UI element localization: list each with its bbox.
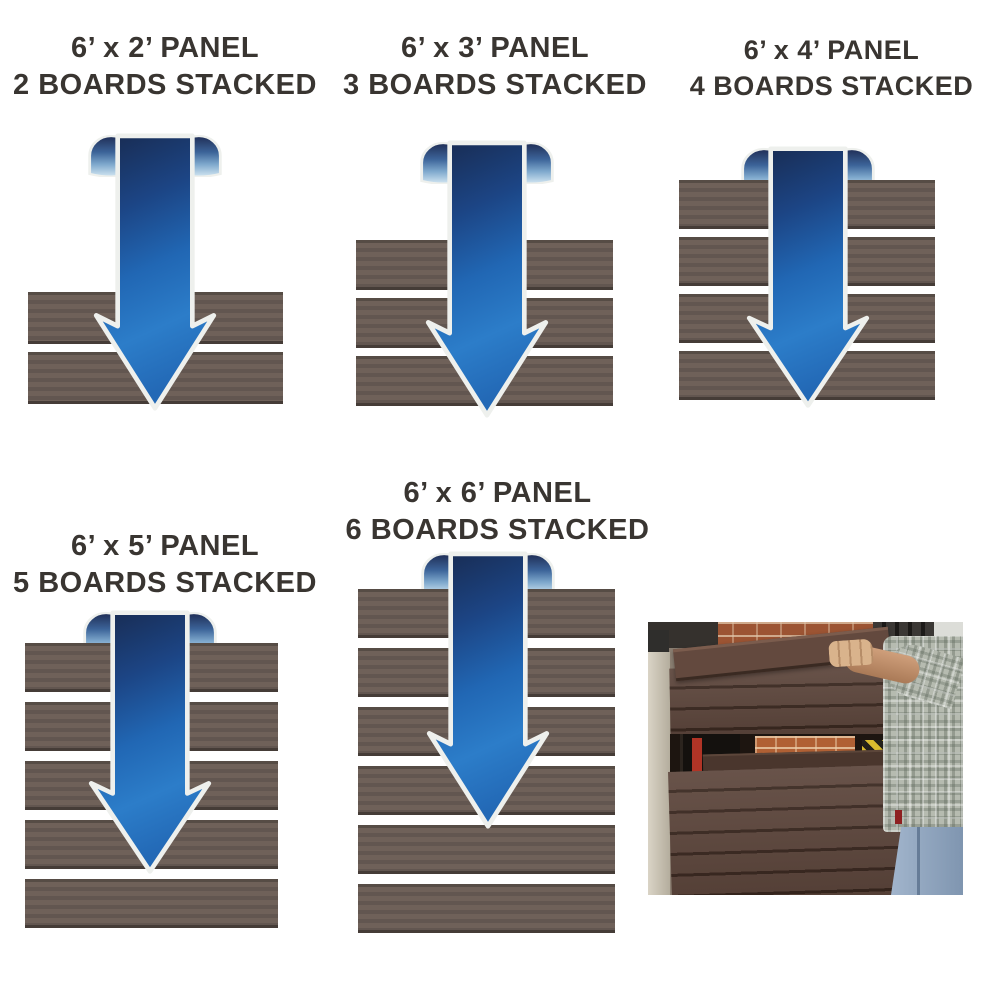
photo-post-cap (648, 630, 669, 656)
panel-size-text: 6’ x 3’ PANEL (400, 32, 590, 64)
down-arrow-icon (425, 140, 549, 418)
photo-concrete-post (648, 652, 670, 895)
panel-title: 6’ x 3’ PANEL 3 BOARDS STACKED (330, 30, 660, 104)
panel-size-text: 6’ x 6’ PANEL (403, 477, 592, 509)
panel-boards-text: 2 BOARDS STACKED (13, 69, 317, 101)
panel-size-text: 6’ x 5’ PANEL (70, 530, 260, 562)
fence-board (358, 884, 615, 933)
panel-title: 6’ x 6’ PANEL 6 BOARDS STACKED (330, 475, 665, 549)
panel-boards-text: 6 BOARDS STACKED (345, 514, 650, 546)
installation-photo (648, 622, 963, 895)
down-arrow-icon (426, 551, 550, 829)
panel-boards-text: 4 BOARDS STACKED (689, 71, 974, 101)
photo-man-hand (828, 638, 874, 668)
photo-man-jeans (891, 827, 963, 895)
panel-title: 6’ x 2’ PANEL 2 BOARDS STACKED (0, 30, 330, 104)
down-arrow-icon (93, 133, 217, 411)
photo-shirt-tag (895, 810, 902, 824)
down-arrow-icon (88, 610, 212, 874)
panel-boards-text: 5 BOARDS STACKED (13, 567, 317, 599)
down-arrow-icon (746, 146, 870, 408)
panel-size-text: 6’ x 2’ PANEL (70, 32, 260, 64)
photo-gap-red-object (692, 738, 702, 772)
panel-boards-text: 3 BOARDS STACKED (343, 69, 647, 101)
fence-board (25, 879, 278, 928)
panel-title: 6’ x 5’ PANEL 5 BOARDS STACKED (0, 528, 330, 602)
panel-title: 6’ x 4’ PANEL 4 BOARDS STACKED (663, 32, 1000, 104)
panel-size-text: 6’ x 4’ PANEL (743, 35, 920, 65)
fence-board (358, 825, 615, 874)
photo-lower-boards (668, 764, 916, 895)
